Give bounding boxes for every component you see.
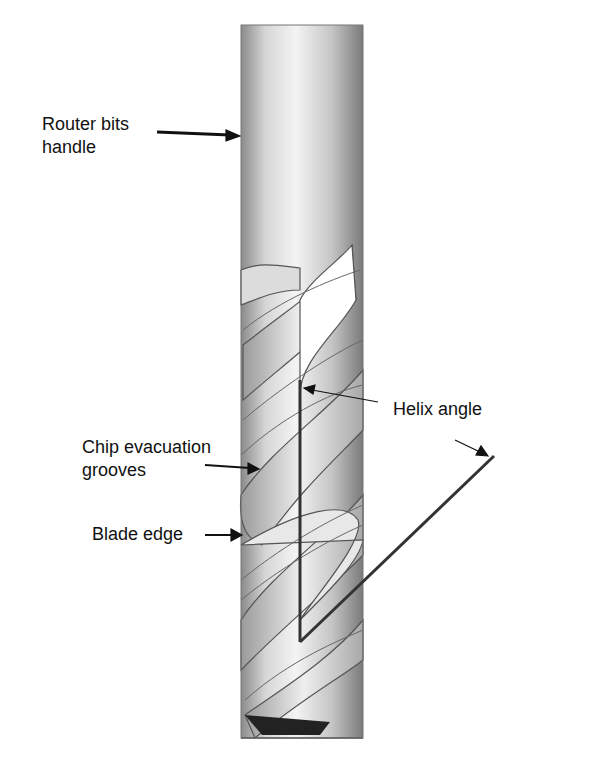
axis-line [299, 380, 302, 642]
flute-lines [241, 270, 363, 700]
cutting-tip [245, 715, 330, 735]
helix-line [300, 456, 494, 642]
leader-lines [157, 130, 488, 541]
part-label: Blade edge [92, 523, 212, 546]
helical-flutes [241, 245, 363, 738]
bit-outline [241, 25, 363, 738]
part-label: Chip evacuation grooves [82, 436, 242, 482]
angle-label: Helix angle [393, 398, 543, 421]
part-label: Router bits handle [42, 113, 154, 159]
shank [241, 25, 363, 275]
